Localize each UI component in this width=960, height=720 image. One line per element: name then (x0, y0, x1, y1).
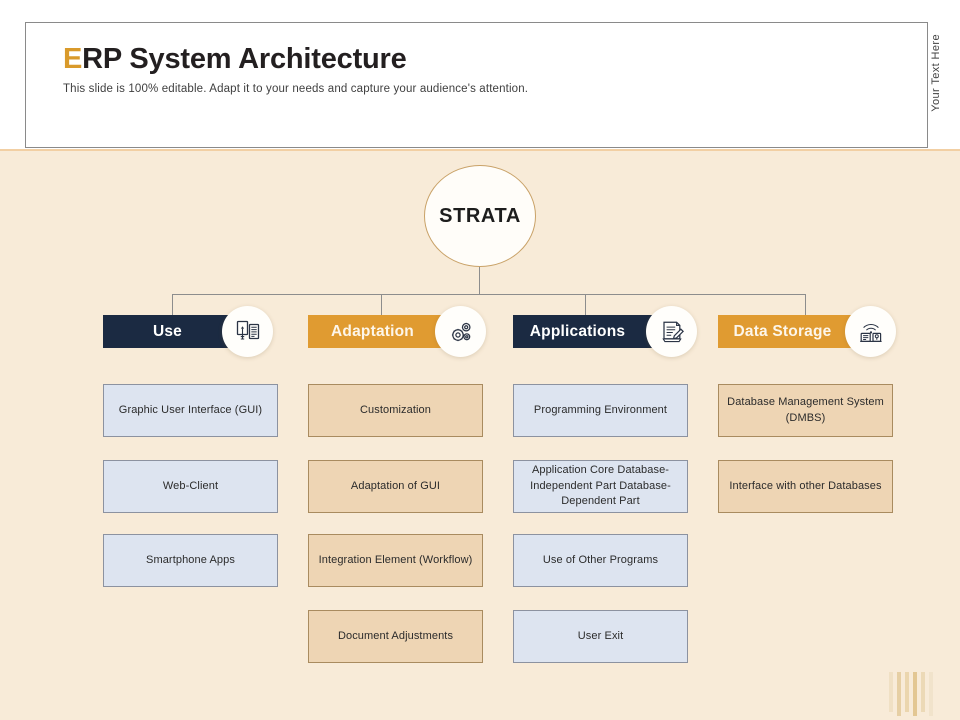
item-label: Smartphone Apps (146, 553, 235, 566)
item-box[interactable]: User Exit (513, 610, 688, 663)
side-text-label: Your Text Here (930, 34, 942, 112)
root-node-label: STRATA (439, 204, 521, 227)
column-header-label: Adaptation (331, 322, 414, 340)
item-label: Interface with other Databases (729, 479, 882, 492)
connector-bus (172, 294, 806, 295)
column-header-label: Use (152, 322, 183, 340)
item-label: Programming Environment (533, 403, 668, 416)
item-label: Use of Other Programs (542, 553, 659, 566)
item-label: Web-Client (162, 479, 219, 492)
item-box[interactable]: Graphic User Interface (GUI) (103, 384, 278, 437)
item-box[interactable]: Database Management System (DMBS) (718, 384, 893, 437)
header-divider (0, 149, 960, 152)
page-subtitle: This slide is 100% editable. Adapt it to… (63, 83, 529, 96)
item-box[interactable]: Integration Element (Workflow) (308, 534, 483, 587)
column-header-applications[interactable]: Applications (513, 315, 668, 348)
server-wifi-icon (845, 306, 896, 357)
item-label: Database Management System (DMBS) (727, 395, 884, 424)
item-label: Graphic User Interface (GUI) (118, 403, 263, 416)
item-label: User Exit (577, 629, 624, 642)
item-box[interactable]: Document Adjustments (308, 610, 483, 663)
diagram-canvas: STRATA Use Graphic User Interface (GUI) … (0, 151, 960, 720)
item-label: Adaptation of GUI (350, 479, 441, 492)
connector-drop-adaptation (381, 294, 382, 318)
connector-drop-applications (585, 294, 586, 318)
checklist-pen-icon (646, 306, 697, 357)
slide-header: ERP System Architecture This slide is 10… (0, 0, 960, 150)
header-frame (25, 22, 928, 148)
column-header-label: Applications (529, 322, 626, 340)
item-box[interactable]: Interface with other Databases (718, 460, 893, 513)
item-label: Customization (360, 403, 431, 416)
item-box[interactable]: Smartphone Apps (103, 534, 278, 587)
item-box[interactable]: Programming Environment (513, 384, 688, 437)
item-box[interactable]: Customization (308, 384, 483, 437)
item-label: Application Core Database-Independent Pa… (530, 464, 671, 508)
item-box[interactable]: Use of Other Programs (513, 534, 688, 587)
item-label: Integration Element (Workflow) (318, 553, 473, 566)
title-rest: RP System Architecture (82, 43, 407, 75)
title-lead-letter: E (63, 43, 83, 75)
page-title: ERP System Architecture (63, 44, 763, 74)
connector-drop-data-storage (805, 294, 806, 318)
item-box[interactable]: Web-Client (103, 460, 278, 513)
column-header-label: Data Storage (733, 322, 832, 340)
gears-icon (435, 306, 486, 357)
connector-root-stem (479, 267, 480, 295)
item-label: Document Adjustments (337, 629, 454, 642)
item-box[interactable]: Application Core Database-Independent Pa… (513, 460, 688, 513)
decorative-bars (889, 672, 941, 716)
documents-icon (222, 306, 273, 357)
header-text-group: ERP System Architecture This slide is 10… (63, 44, 763, 96)
root-node-strata[interactable]: STRATA (424, 165, 536, 267)
connector-drop-use (172, 294, 173, 318)
item-box[interactable]: Adaptation of GUI (308, 460, 483, 513)
